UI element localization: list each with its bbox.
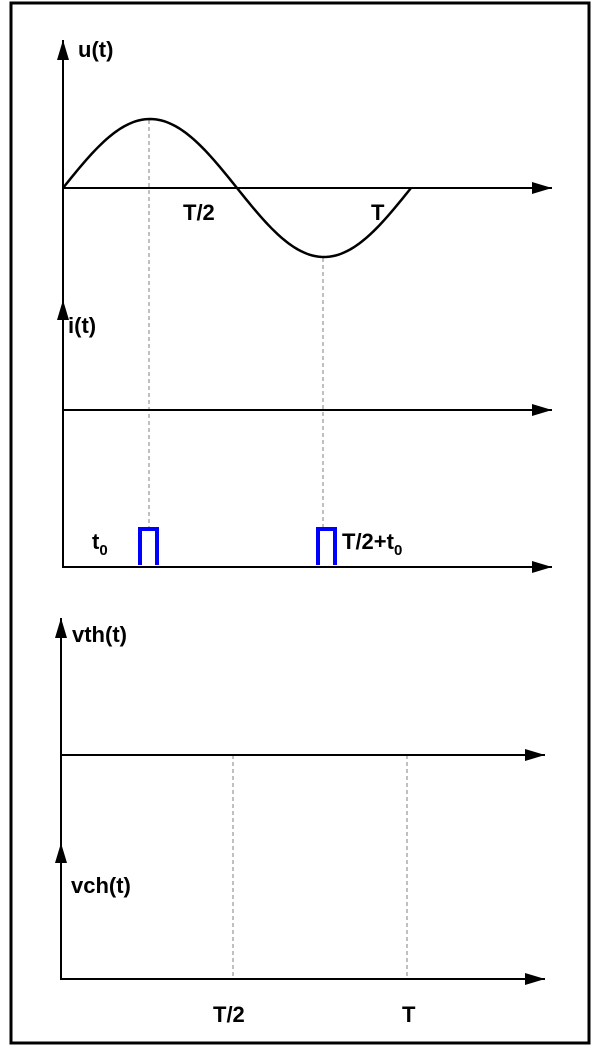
t0-subscript: 0 (99, 542, 107, 559)
bottom-half-period-label: T/2 (213, 1002, 245, 1027)
sine-wave (62, 117, 412, 259)
pulse-t0 (138, 527, 159, 565)
half-period-t0-subscript: 0 (394, 542, 402, 559)
half-period-t0-main: T/2+t (342, 529, 395, 554)
u-axis-label: u(t) (78, 37, 113, 62)
t0-main: t (92, 529, 100, 554)
half-period-t0-label: T/2+t0 (342, 529, 402, 559)
period-label: T (371, 200, 385, 225)
vch-axis-label: vch(t) (71, 873, 131, 898)
pulse-half-period-t0 (316, 527, 337, 565)
i-axis-label: i(t) (68, 313, 96, 338)
vth-axis-label: vth(t) (72, 622, 127, 647)
outer-frame (9, 1, 591, 1045)
t0-label: t0 (92, 529, 108, 559)
bottom-period-label: T (402, 1002, 416, 1027)
half-period-label: T/2 (183, 200, 215, 225)
